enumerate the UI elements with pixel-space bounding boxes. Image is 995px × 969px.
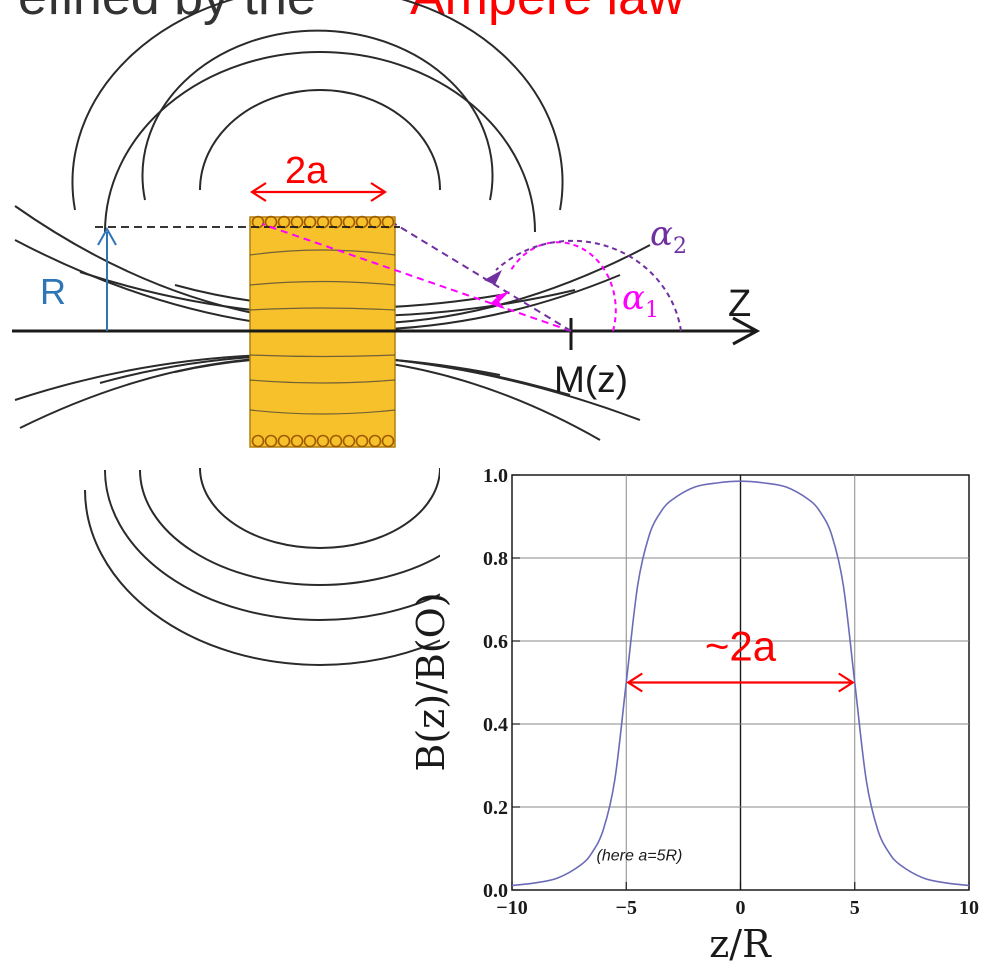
chart-x-tick-label: 5: [850, 897, 860, 919]
chart-x-tick-label: −5: [616, 897, 637, 919]
chart-width-arrow: [626, 672, 855, 693]
radius-label: R: [40, 271, 66, 312]
width-label: 2a: [285, 150, 328, 192]
header-highlight: Ampère law: [410, 0, 685, 26]
chart-y-tick-label: 0.4: [483, 714, 508, 736]
z-axis: [12, 316, 761, 346]
chart-width-arrow-head-right: [838, 672, 855, 693]
alpha1-arc: [495, 241, 617, 332]
z-axis-label: Z: [728, 283, 751, 325]
chart-ticks: [511, 474, 970, 891]
chart-x-tick-label: 10: [959, 897, 979, 919]
chart-y-tick-label: 0.6: [483, 631, 508, 653]
alpha1-line: [261, 223, 572, 332]
chart-series-curve: [511, 480, 970, 887]
alpha2-label: α2: [650, 214, 687, 259]
chart-width-label: ~2a: [705, 623, 777, 670]
chart-width-arrow-head-left: [626, 672, 643, 693]
chart-y-tick-label: 0.2: [483, 797, 508, 819]
chart-y-tick-label: 0.8: [483, 548, 508, 570]
alpha2-arc: [484, 239, 682, 332]
width-arrow: [249, 182, 388, 202]
chart-y-tick-labels: 0.0 0.2 0.4 0.6 0.8 1.0: [483, 465, 508, 902]
chart-x-tick-label: 0: [736, 897, 746, 919]
chart-y-tick-label: 1.0: [483, 465, 508, 487]
chart-y-axis-label: B(z)/B(O): [409, 592, 453, 771]
chart-x-tick-labels: −10 −5 0 5 10: [496, 897, 979, 919]
chart-y-tick-label: 0.0: [483, 880, 508, 902]
chart-note: (here a=5R): [597, 848, 683, 865]
alpha1-label: α1: [622, 278, 659, 323]
point-m-label: M(z): [554, 359, 628, 400]
alpha2-line: [394, 223, 572, 332]
header-text: efined by the: [18, 0, 316, 26]
chart: 0.0 0.2 0.4 0.6 0.8 1.0 −10 −5 0 5 10 ~2a (here a…: [483, 465, 979, 919]
chart-x-axis-label: z/R: [709, 922, 772, 966]
radius-arrow: [97, 226, 117, 331]
chart-x-tick-label: −10: [496, 897, 527, 919]
